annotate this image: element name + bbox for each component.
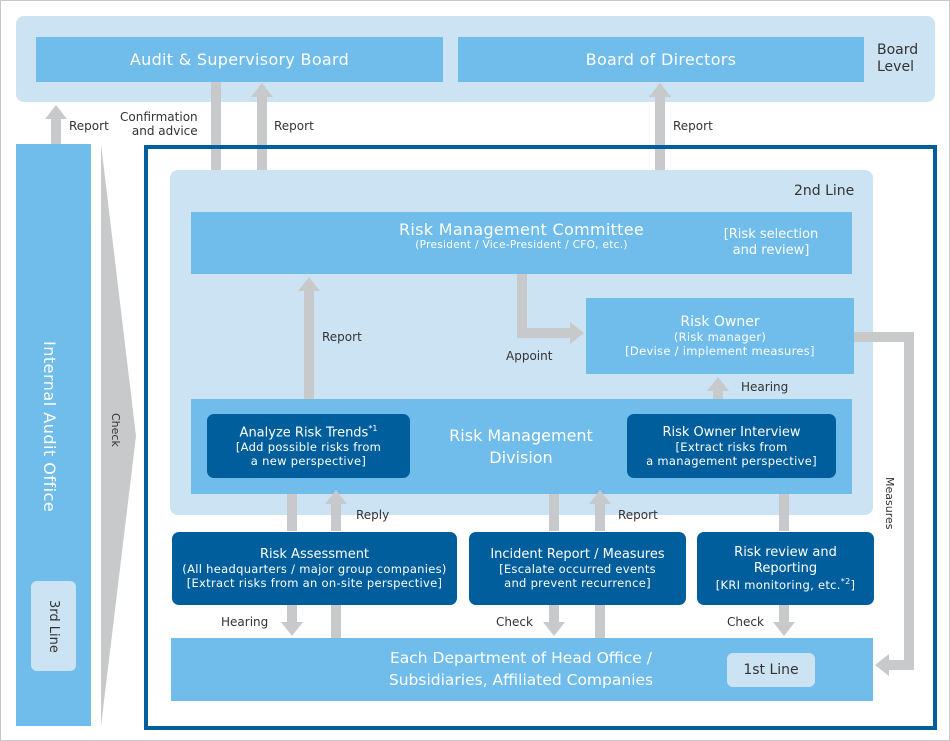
arrow-hearing-shaft	[713, 390, 723, 400]
connector-division-assessment	[287, 494, 297, 531]
committee-text: Risk Management Committee (President / V…	[398, 220, 645, 251]
reply-label: Reply	[356, 508, 390, 522]
check-label: Check	[496, 615, 533, 629]
first-line-badge: 1st Line	[727, 653, 815, 687]
arrow-appoint-horizontal	[517, 328, 572, 338]
arrow-report-incident-shaft	[595, 503, 605, 531]
connector-incident-firstline	[595, 605, 605, 638]
arrow-confirmation-shaft	[211, 82, 221, 194]
appoint-label: Appoint	[506, 349, 553, 363]
internal-audit-title: Internal Audit Office	[40, 341, 59, 513]
measures-label: Measures	[883, 477, 896, 530]
arrow-report-to-directors-shaft	[655, 97, 665, 212]
arrow-up-icon	[298, 277, 320, 291]
arrow-down-icon	[281, 622, 303, 636]
arrow-check-incident-shaft	[549, 605, 559, 623]
audit-board-label: Audit & Supervisory Board	[129, 50, 350, 69]
analyze-risk-trends: Analyze Risk Trends*1 [Add possible risk…	[207, 414, 410, 478]
risk-management-committee	[191, 212, 852, 274]
check-label: Check	[109, 413, 122, 447]
arrow-up-icon	[649, 83, 671, 97]
arrow-check-review-shaft	[779, 605, 789, 623]
audit-supervisory-board: Audit & Supervisory Board	[36, 37, 443, 82]
arrow-report-to-committee-shaft	[304, 291, 314, 399]
arrow-up-icon	[45, 105, 67, 119]
arrow-reply-shaft	[331, 503, 341, 531]
arrow-report-to-audit-shaft	[257, 97, 267, 212]
company-outline	[144, 145, 937, 730]
committee-role: [Risk selection and review]	[723, 227, 819, 258]
arrow-left-icon	[875, 654, 889, 676]
check-chevron-arrow	[101, 144, 136, 726]
connector-assessment-firstline	[331, 605, 341, 638]
check-label: Check	[727, 615, 764, 629]
arrow-down-icon	[773, 622, 795, 636]
arrow-internal-audit-report-shaft	[51, 119, 61, 145]
report-label: Report	[618, 508, 658, 522]
report-label: Report	[673, 119, 713, 133]
measures-line-bottom	[889, 660, 914, 670]
arrow-appoint-shaft	[517, 274, 527, 338]
report-label: Report	[322, 330, 362, 344]
connector-division-incident	[549, 494, 559, 531]
measures-line-top	[854, 332, 914, 342]
report-label: Report	[69, 119, 109, 133]
hearing-label: Hearing	[741, 380, 789, 394]
confirmation-advice-label: Confirmation and advice	[120, 110, 198, 138]
first-line-title: Each Department of Head Office / Subsidi…	[388, 649, 654, 689]
board-of-directors: Board of Directors	[458, 37, 864, 82]
measures-line-vertical	[904, 332, 914, 670]
arrow-up-icon	[325, 490, 347, 504]
connector-division-review	[779, 494, 789, 531]
risk-owner-interview: Risk Owner Interview [Extract risks from…	[627, 414, 836, 478]
arrow-up-icon	[707, 377, 729, 391]
risk-owner: Risk Owner (Risk manager) [Devise / impl…	[586, 298, 854, 374]
hearing-label: Hearing	[221, 615, 269, 629]
arrow-down-icon	[543, 622, 565, 636]
third-line-badge: 3rd Line	[31, 581, 76, 671]
board-level-label: Board Level	[877, 42, 919, 75]
risk-assessment: Risk Assessment (All headquarters / majo…	[172, 532, 457, 605]
arrow-up-icon	[589, 490, 611, 504]
arrow-right-icon	[570, 322, 584, 344]
report-label: Report	[274, 119, 314, 133]
division-title: Risk Management Division	[449, 426, 593, 467]
second-line-label: 2nd Line	[794, 183, 855, 199]
arrow-hearing-shaft	[287, 605, 297, 623]
board-of-directors-label: Board of Directors	[585, 50, 737, 69]
arrow-up-icon	[251, 83, 273, 97]
incident-report-measures: Incident Report / Measures [Escalate occ…	[469, 532, 686, 605]
risk-review-reporting: Risk review and Reporting [KRI monitorin…	[697, 532, 874, 605]
